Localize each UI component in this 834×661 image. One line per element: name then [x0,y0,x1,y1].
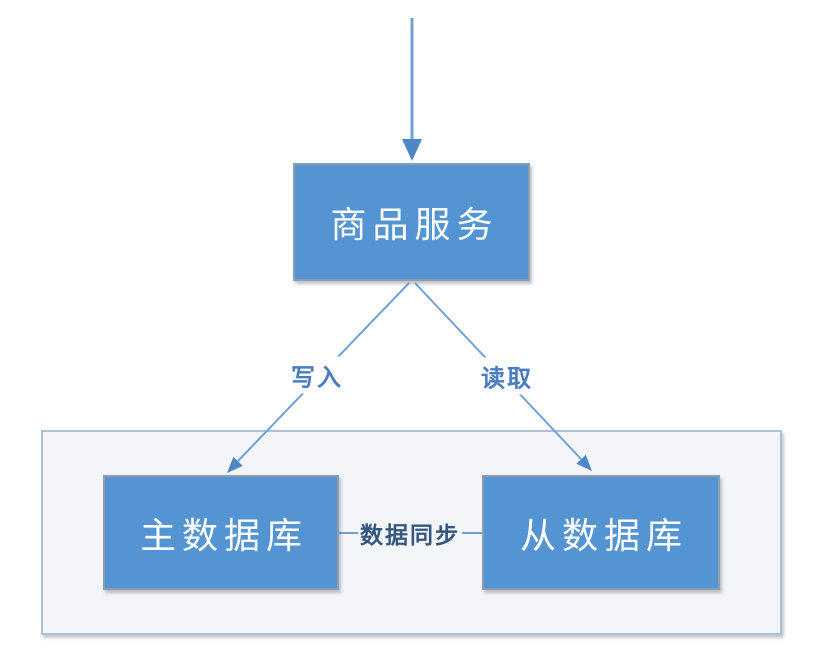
incoming-arrowhead [402,139,422,161]
node-slave-database-label: 从数据库 [519,515,688,557]
read-edge-label: 读取 [477,357,537,395]
write-edge-label: 写入 [287,356,347,394]
sync-edge-label: 数据同步 [358,516,462,550]
node-master-database-label: 主数据库 [139,515,308,557]
node-product-service: 商品服务 [293,163,530,281]
node-slave-database: 从数据库 [482,475,720,590]
node-master-database: 主数据库 [103,475,339,590]
node-product-service-label: 商品服务 [330,205,499,246]
